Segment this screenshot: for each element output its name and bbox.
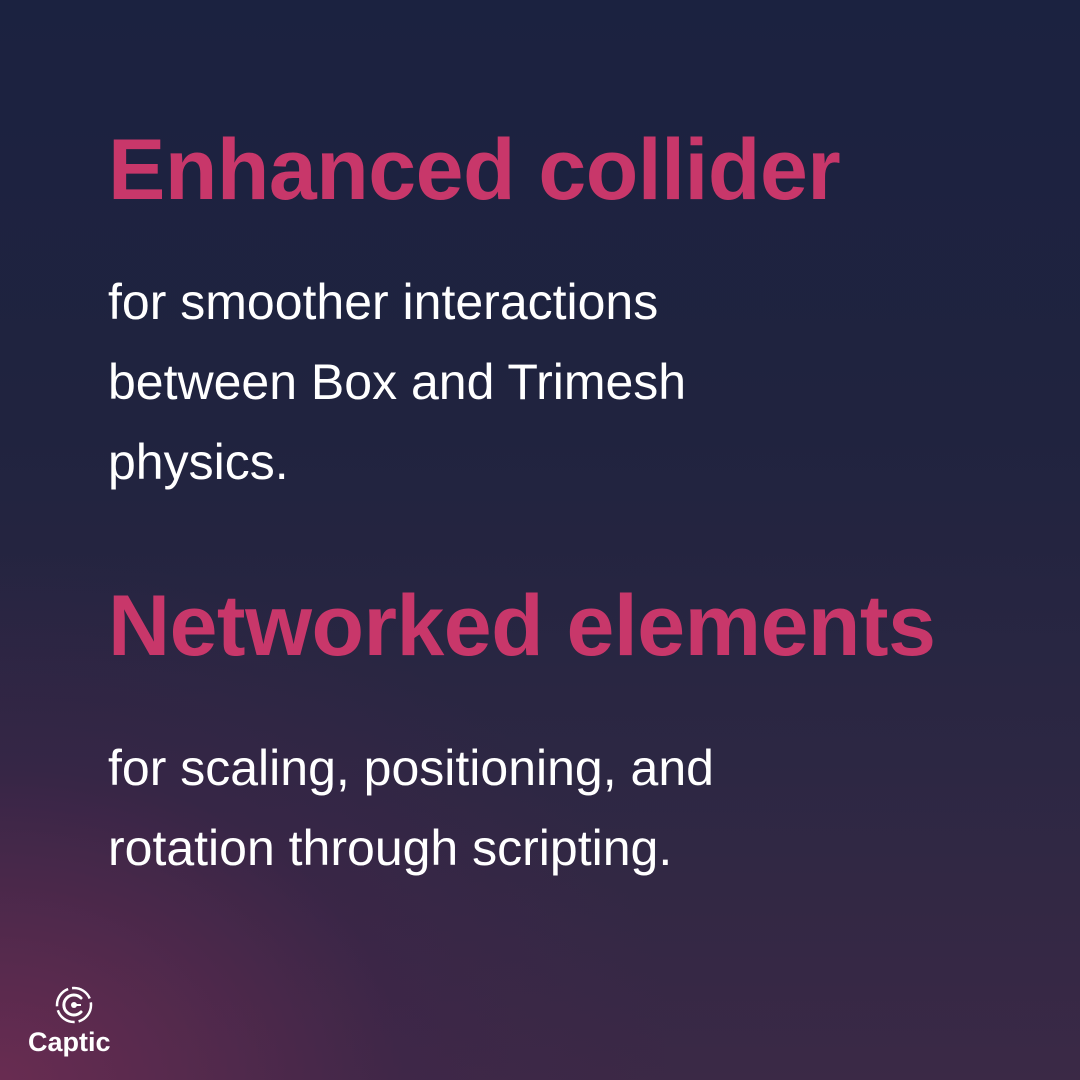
- heading-enhanced-collider: Enhanced collider: [108, 122, 841, 218]
- feature-list: Enhanced collider for smoother interacti…: [108, 120, 1058, 888]
- captic-logo: Captic: [28, 985, 128, 1057]
- feature-2-line-2: rotation through scripting.: [108, 820, 673, 876]
- heading-networked-elements: Networked elements: [108, 578, 936, 674]
- feature-1-line-3: physics.: [108, 434, 289, 490]
- feature-2-line-1: for scaling, positioning, and: [108, 740, 714, 796]
- feature-1-line-2: between Box and Trimesh: [108, 354, 687, 410]
- captic-logo-icon: [55, 986, 93, 1024]
- captic-logo-text: Captic: [28, 1027, 111, 1057]
- feature-1-line-1: for smoother interactions: [108, 274, 659, 330]
